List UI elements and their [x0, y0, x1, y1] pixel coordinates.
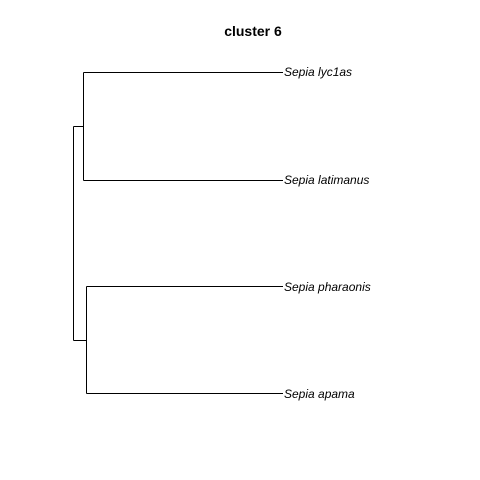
tip-label-sepia-latimanus: Sepia latimanus: [284, 173, 369, 187]
tip-label-sepia-apama: Sepia apama: [284, 387, 355, 401]
root-group: [73, 126, 87, 341]
plot-title: cluster 6: [224, 23, 282, 39]
tip-label-sepia-lyc1as: Sepia lyc1as: [284, 65, 352, 79]
tip-label-sepia-pharaonis: Sepia pharaonis: [284, 280, 371, 294]
